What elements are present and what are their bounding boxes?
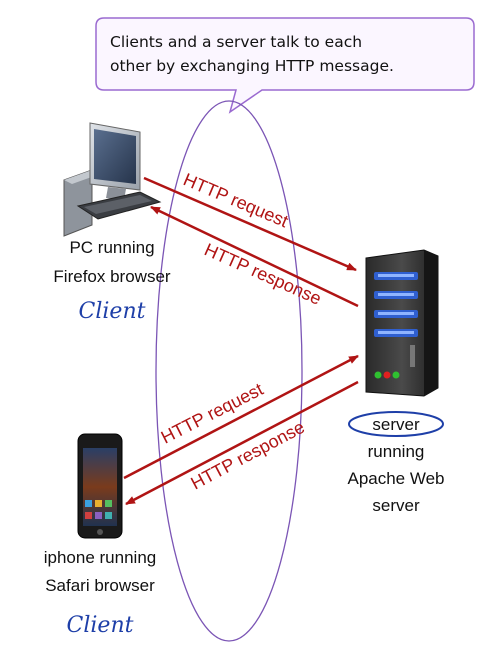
- phone-client-annotation: Client: [67, 613, 134, 638]
- phone-request-arrow: [123, 354, 359, 480]
- protocol-ellipse: [155, 100, 303, 642]
- phone-label-line-2: Safari browser: [45, 576, 155, 595]
- callout-bubble: Clients and a server talk to each other …: [95, 17, 475, 114]
- server-label-line-3: Apache Web: [347, 469, 444, 488]
- status-led-green: [374, 371, 382, 379]
- phone-response-arrow: [125, 380, 359, 506]
- pc-label-line-2: Firefox browser: [53, 267, 170, 286]
- phone-label-line-1: iphone running: [44, 548, 156, 567]
- callout-shape: [95, 17, 475, 114]
- server-label-line-4: server: [372, 496, 420, 515]
- server-icon: [365, 249, 439, 397]
- pc-request-arrow: [143, 176, 357, 272]
- pc-label-line-1: PC running: [69, 238, 154, 257]
- phone-response-label: HTTP response: [187, 417, 307, 494]
- pc-client-annotation: Client: [79, 299, 146, 324]
- pc-response-arrow: [150, 205, 359, 308]
- server-highlight-circle: [348, 411, 444, 437]
- callout-line-1: Clients and a server talk to each: [110, 33, 362, 51]
- server-label-line-1: server: [372, 415, 420, 434]
- pc-response-label: HTTP response: [201, 239, 324, 308]
- status-led-green-2: [392, 371, 400, 379]
- iphone-icon: [77, 433, 123, 539]
- status-led-red: [383, 371, 391, 379]
- server-label-line-2: running: [368, 442, 425, 461]
- callout-line-2: other by exchanging HTTP message.: [110, 57, 394, 75]
- pc-icon: [63, 122, 162, 237]
